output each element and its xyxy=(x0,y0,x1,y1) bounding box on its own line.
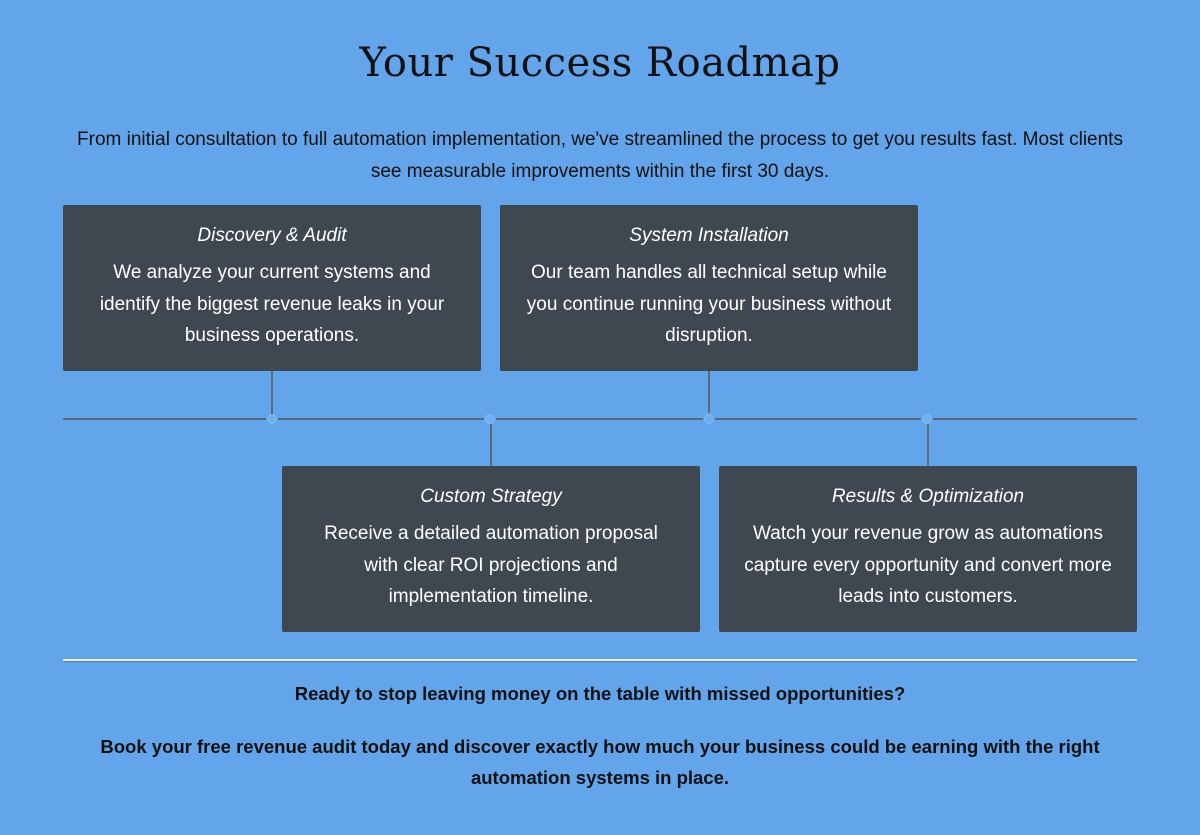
step-card-installation: System Installation Our team handles all… xyxy=(500,205,918,371)
timeline-node xyxy=(704,414,714,424)
step-description: Receive a detailed automation proposal w… xyxy=(324,523,658,607)
step-description: Watch your revenue grow as automations c… xyxy=(744,523,1112,607)
timeline-connector xyxy=(271,371,273,418)
timeline-connector xyxy=(490,424,492,466)
step-description: We analyze your current systems and iden… xyxy=(99,262,445,346)
cta-body: Book your free revenue audit today and d… xyxy=(100,736,1100,788)
timeline-node xyxy=(922,414,932,424)
timeline-line xyxy=(63,414,1137,424)
step-description: Our team handles all technical setup whi… xyxy=(526,262,892,346)
step-card-discovery: Discovery & Audit We analyze your curren… xyxy=(63,205,481,371)
intro-text: From initial consultation to full automa… xyxy=(77,129,1123,182)
timeline-connector xyxy=(927,424,929,466)
step-title: System Installation xyxy=(629,225,789,246)
cta-headline: Ready to stop leaving money on the table… xyxy=(294,683,906,704)
step-title: Custom Strategy xyxy=(420,486,562,507)
page-title: Your Success Roadmap xyxy=(359,40,841,86)
timeline-node xyxy=(267,414,277,424)
section-divider xyxy=(63,659,1137,662)
timeline-connector xyxy=(708,371,710,413)
step-card-strategy: Custom Strategy Receive a detailed autom… xyxy=(282,466,700,632)
timeline-node xyxy=(485,414,495,424)
step-card-results: Results & Optimization Watch your revenu… xyxy=(719,466,1137,632)
step-title: Discovery & Audit xyxy=(197,225,347,246)
step-title: Results & Optimization xyxy=(831,486,1025,507)
